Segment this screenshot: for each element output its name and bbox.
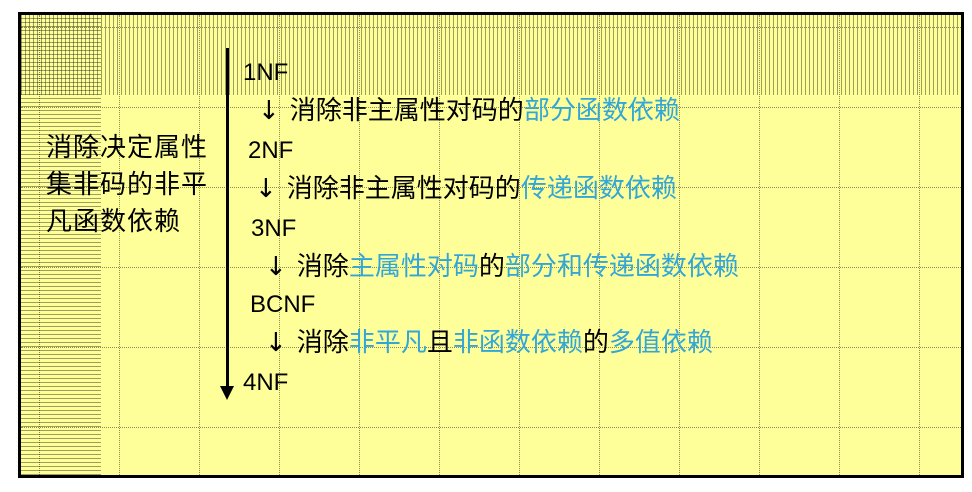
- nf-3nf: 3NF: [251, 215, 297, 242]
- transition-4: ↓ 消除非平凡且非函数依赖的多值依赖: [265, 328, 713, 358]
- side-label-line-1: 消除决定属性: [46, 133, 209, 163]
- transition-4-text-a: 消除: [296, 328, 349, 358]
- transition-3: ↓ 消除主属性对码的部分和传递函数依赖: [265, 252, 739, 282]
- transition-2-highlight: 传递函数依赖: [520, 174, 677, 204]
- down-arrow-icon: ↓: [255, 174, 277, 204]
- down-arrow-icon: ↓: [265, 252, 287, 282]
- transition-2: ↓ 消除非主属性对码的传递函数依赖: [255, 174, 677, 204]
- side-label-line-3: 凡函数依赖: [46, 207, 182, 237]
- down-arrow-icon: ↓: [258, 96, 280, 126]
- transition-3-highlight-a: 主属性对码: [348, 252, 479, 282]
- transition-1-highlight: 部分函数依赖: [523, 96, 680, 126]
- down-arrow-icon: ↓: [265, 328, 287, 358]
- transition-1-text: 消除非主属性对码的: [289, 96, 524, 126]
- nf-4nf: 4NF: [243, 369, 289, 396]
- transition-3-highlight-b: 部分和传递函数依赖: [504, 252, 739, 282]
- main-arrow-head: [220, 386, 234, 400]
- nf-2nf: 2NF: [248, 137, 294, 164]
- transition-4-text-b: 且: [426, 328, 453, 358]
- transition-3-text-b: 的: [478, 252, 505, 282]
- transition-4-highlight-b: 非函数依赖: [452, 328, 583, 358]
- transition-4-highlight-c: 多值依赖: [608, 328, 713, 358]
- transition-1: ↓ 消除非主属性对码的部分函数依赖: [258, 96, 680, 126]
- transition-3-text-a: 消除: [296, 252, 349, 282]
- transition-4-highlight-a: 非平凡: [348, 328, 427, 358]
- diagram-box: [18, 12, 964, 478]
- transition-2-text: 消除非主属性对码的: [286, 174, 521, 204]
- side-label: 消除决定属性 集非码的非平 凡函数依赖: [46, 130, 226, 241]
- nf-1nf: 1NF: [243, 59, 289, 86]
- transition-4-text-c: 的: [582, 328, 609, 358]
- nf-bcnf: BCNF: [250, 291, 316, 318]
- side-label-line-2: 集非码的非平: [46, 170, 209, 200]
- main-arrow-shaft: [226, 48, 229, 388]
- dotted-grid: [21, 15, 961, 475]
